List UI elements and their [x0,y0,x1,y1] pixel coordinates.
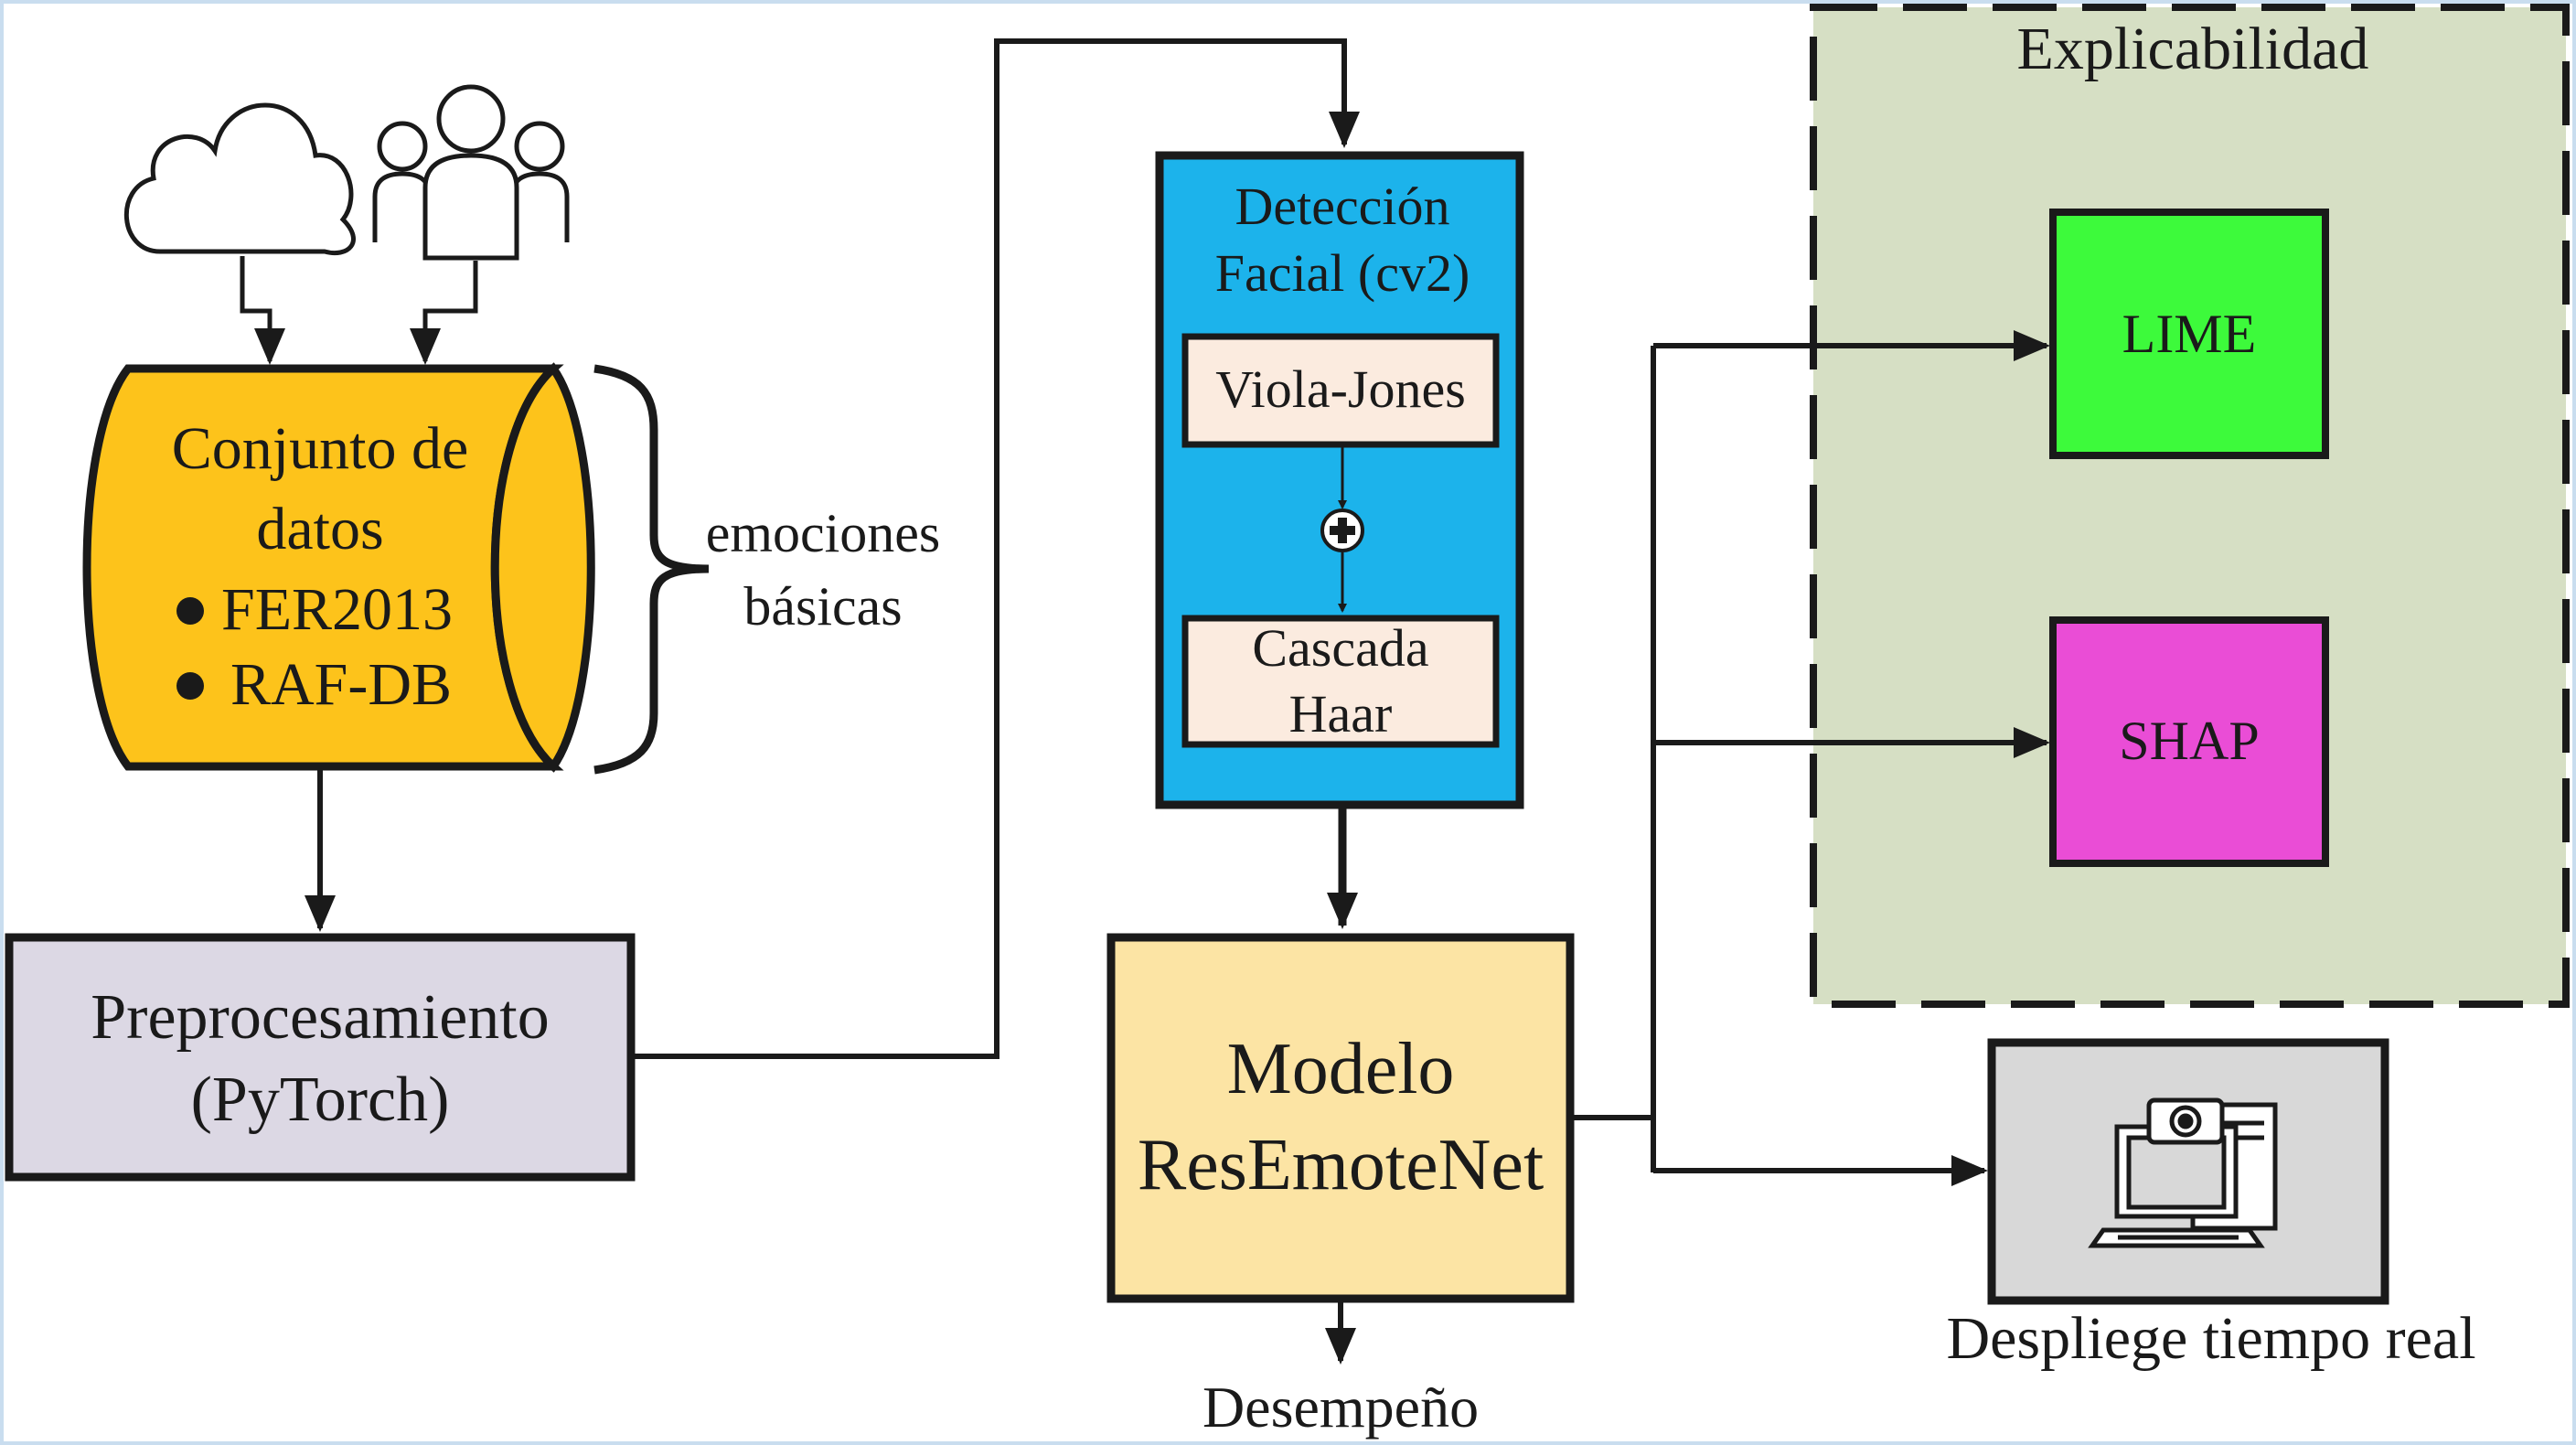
face-detection-box: Detección Facial (cv2) Viola-Jones Casca… [1155,151,1524,809]
brace-icon [593,364,710,775]
bullet-icon [176,597,204,625]
dataset-item-2: RAF-DB [230,651,452,718]
face-detection-title-line2: Facial (cv2) [1215,243,1470,303]
haar-cascade-box [1181,615,1500,748]
dataset-title-line2: datos [256,496,383,562]
haar-label-line1: Cascada [1252,618,1428,678]
viola-jones-box [1181,333,1500,448]
lime-label: LIME [2122,304,2257,364]
plus-icon [1320,508,1364,552]
performance-label: Desempeño [1202,1375,1479,1440]
lime-box [2049,209,2329,459]
explainability-region: Explicabilidad LIME SHAP [1810,4,2570,1008]
dataset-cylinder: Conjunto de datos FER2013 RAF-DB [82,362,595,773]
shap-box [2049,616,2329,867]
face-detection-title-line1: Detección [1235,177,1449,236]
model-line1: Modelo [1227,1029,1455,1109]
bullet-icon [176,672,204,700]
users-icon [372,84,570,261]
haar-label-line2: Haar [1289,684,1393,744]
model-line2: ResEmoteNet [1138,1125,1544,1205]
shap-label: SHAP [2119,711,2259,771]
preprocessing-line1: Preprocesamiento [91,982,549,1053]
preprocessing-box: Preprocesamiento (PyTorch) [5,933,636,1182]
explainability-title: Explicabilidad [2017,16,2369,82]
computer-icon [2088,1097,2278,1248]
cloud-icon [123,102,356,255]
brace-label-line1: emociones [706,503,941,563]
viola-jones-label: Viola-Jones [1215,359,1466,419]
dataset-title-line1: Conjunto de [172,415,469,482]
deployment-label: Despliege tiempo real [1946,1305,2475,1372]
deployment-box [1987,1038,2389,1305]
dataset-item-1: FER2013 [221,576,453,643]
brace-label-line2: básicas [743,576,902,637]
model-box: Modelo ResEmoteNet [1106,933,1575,1303]
preprocessing-line2: (PyTorch) [191,1065,450,1135]
